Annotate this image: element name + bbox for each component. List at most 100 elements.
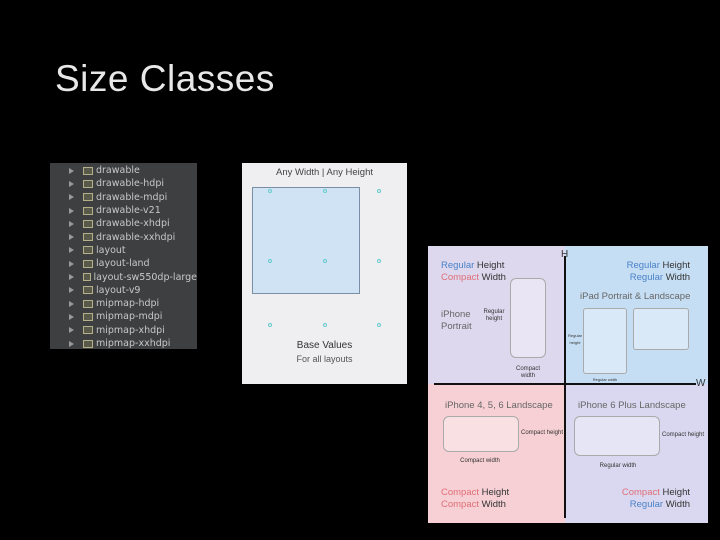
ipad-portrait-illustration [583,308,627,374]
width-annotation: Compact width [460,458,500,464]
folder-name: mipmap-mdpi [96,311,163,323]
folder-name: drawable-v21 [96,205,161,217]
folder-icon [83,166,93,175]
expand-arrow-icon[interactable] [69,340,74,347]
expand-arrow-icon[interactable] [69,247,74,254]
h-axis [564,256,566,518]
width-word: Width [663,499,690,510]
height-word: Height [659,260,690,271]
folder-name: layout-sw550dp-large [93,271,197,283]
ipad-landscape-illustration [633,308,689,350]
folder-icon [83,259,93,268]
base-values-subtitle: For all layouts [296,354,353,364]
expand-arrow-icon[interactable] [69,300,74,307]
folder-icon [83,219,93,228]
axis-h-label: H [561,249,569,260]
tree-folder-item[interactable]: drawable-xxhdpi [50,230,197,243]
tree-folder-item[interactable]: drawable-hdpi [50,177,197,190]
folder-icon [83,193,93,202]
grid-handle [377,323,381,327]
folder-name: mipmap-hdpi [96,298,160,310]
grid-handle [377,259,381,263]
height-word: Height [474,260,505,271]
quadrant-bottom-left [428,384,565,523]
folder-icon [83,246,93,255]
folder-icon [83,312,93,321]
width-word: Width [479,272,506,283]
view-square [252,187,360,294]
width-annotation: Regular width [599,463,637,469]
width-annotation: Regular width [592,377,618,382]
interface-builder-preview: Any Width | Any Height Base Values For a… [242,163,407,384]
folder-icon [83,299,93,308]
device-label: iPhone 6 Plus Landscape [578,400,686,411]
grid-handle [268,189,272,193]
folder-icon [83,179,93,188]
class-regular: Regular [441,260,475,271]
grid-handle [323,323,327,327]
expand-arrow-icon[interactable] [69,260,74,267]
grid-handle [323,259,327,263]
tree-folder-item[interactable]: mipmap-xxhdpi [50,337,197,350]
expand-arrow-icon[interactable] [69,220,74,227]
tree-folder-item[interactable]: layout [50,244,197,257]
width-word: Width [479,499,506,510]
grid-handle [323,189,327,193]
class-regular: Regular [629,499,664,510]
height-word: Height [479,487,510,498]
expand-arrow-icon[interactable] [69,167,74,174]
size-class-chart: H W Regular Height Compact Width iPhone … [428,246,708,523]
folder-name: drawable-hdpi [96,178,165,190]
tree-folder-item[interactable]: mipmap-mdpi [50,310,197,323]
tree-folder-item[interactable]: drawable-v21 [50,204,197,217]
height-annotation: Regular height [483,309,505,322]
device-label: iPhone [441,309,471,320]
class-compact: Compact [441,487,480,498]
grid-handle [268,259,272,263]
class-compact: Compact [441,272,480,283]
iphone-plus-landscape-illustration [574,416,660,456]
grid-handle [268,323,272,327]
device-label: Portrait [441,321,472,332]
folder-icon [83,286,93,295]
height-annotation: Compact height [520,430,564,436]
expand-arrow-icon[interactable] [69,287,74,294]
expand-arrow-icon[interactable] [69,274,74,281]
class-compact: Compact [441,499,480,510]
height-annotation: Compact height [661,432,705,438]
iphone-landscape-illustration [443,416,519,452]
tree-folder-item[interactable]: drawable-xhdpi [50,217,197,230]
folder-name: drawable-xxhdpi [96,231,176,243]
tree-folder-item[interactable]: mipmap-xhdpi [50,324,197,337]
tree-folder-item[interactable]: layout-v9 [50,284,197,297]
expand-arrow-icon[interactable] [69,194,74,201]
folder-name: drawable [96,165,140,177]
device-label: iPad Portrait & Landscape [580,291,691,302]
base-values-label: Base Values [296,340,353,351]
tree-folder-item[interactable]: drawable [50,164,197,177]
slide-title: Size Classes [55,58,275,99]
class-regular: Regular [626,260,660,271]
tree-folder-item[interactable]: layout-sw550dp-large [50,270,197,283]
folder-name: mipmap-xhdpi [96,324,165,336]
width-word: Width [663,272,690,283]
height-word: Height [659,487,690,498]
size-class-header: Any Width | Any Height [276,167,373,178]
tree-folder-item[interactable]: drawable-mdpi [50,191,197,204]
folder-icon [83,206,93,215]
folder-name: mipmap-xxhdpi [96,338,171,349]
folder-icon [83,273,91,282]
folder-name: drawable-xhdpi [96,218,170,230]
tree-folder-item[interactable]: mipmap-hdpi [50,297,197,310]
tree-folder-item[interactable]: layout-land [50,257,197,270]
expand-arrow-icon[interactable] [69,207,74,214]
folder-name: layout-land [96,258,150,270]
folder-icon [83,233,93,242]
expand-arrow-icon[interactable] [69,234,74,241]
expand-arrow-icon[interactable] [69,327,74,334]
w-axis [434,383,696,385]
expand-arrow-icon[interactable] [69,180,74,187]
quadrant-top-right [565,246,708,384]
expand-arrow-icon[interactable] [69,313,74,320]
class-compact: Compact [621,487,660,498]
